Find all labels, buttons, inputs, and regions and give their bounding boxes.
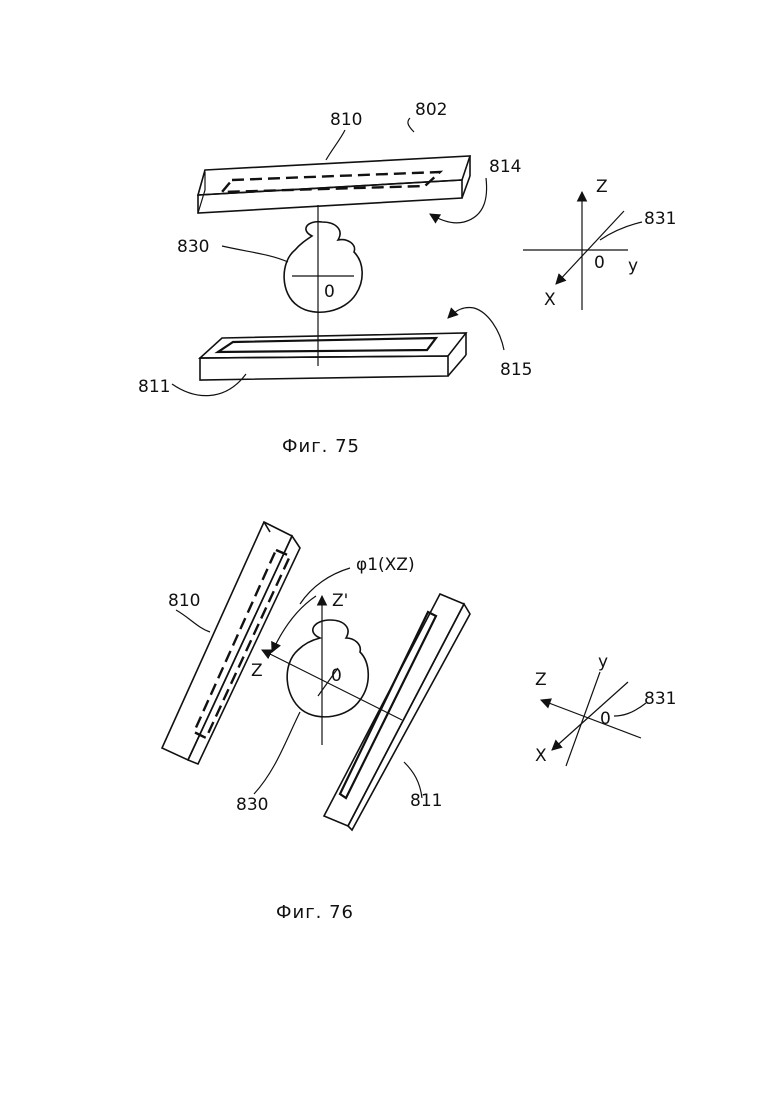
leader-830-fig76 (254, 712, 300, 794)
left-plate-810 (162, 522, 300, 764)
leader-810-fig76 (176, 610, 210, 632)
label-830-fig76: 830 (236, 795, 268, 815)
arrow-814 (430, 178, 487, 223)
coordinate-axes-831-fig75 (523, 192, 642, 310)
axis-z-label: Z (596, 177, 608, 197)
label-811: 811 (138, 377, 170, 397)
leader-810 (326, 130, 345, 160)
bottom-plate-811 (200, 333, 466, 380)
arrow-815 (448, 307, 504, 350)
top-plate-810 (198, 156, 470, 213)
label-814: 814 (489, 157, 521, 177)
label-z-rotated: Z (251, 661, 263, 681)
label-815: 815 (500, 360, 532, 380)
axis-y-label-fig76: y (598, 652, 608, 672)
leader-830 (222, 246, 288, 262)
label-810-fig76: 810 (168, 591, 200, 611)
label-origin: 0 (324, 282, 335, 302)
caption-fig76: Фиг. 76 (276, 902, 354, 923)
coordinate-axes-831-fig76 (541, 672, 646, 766)
angle-arc (272, 596, 316, 652)
figure-76: 810 φ1(XZ) Z' Z 0 830 811 Z y X 0 831 Фи… (162, 522, 676, 923)
axis-x-label: X (544, 290, 556, 310)
label-z-prime: Z' (332, 591, 348, 611)
label-830: 830 (177, 237, 209, 257)
axis-z-label-fig76: Z (535, 670, 547, 690)
axis-x-label-fig76: X (535, 746, 547, 766)
axis-origin-label: 0 (594, 253, 605, 273)
label-origin-fig76: 0 (331, 666, 342, 686)
label-810: 810 (330, 110, 362, 130)
figure-75: 810 802 814 830 0 811 815 Z y X 0 831 Фи… (138, 100, 676, 457)
label-831-fig76: 831 (644, 689, 676, 709)
axis-y-label: y (628, 256, 638, 276)
axis-origin-label-fig76: 0 (600, 709, 611, 729)
label-811-fig76: 811 (410, 791, 442, 811)
label-angle: φ1(XZ) (356, 555, 415, 575)
label-831: 831 (644, 209, 676, 229)
leader-802 (408, 118, 414, 132)
label-802: 802 (415, 100, 447, 120)
leader-811 (172, 374, 246, 396)
caption-fig75: Фиг. 75 (282, 436, 360, 457)
